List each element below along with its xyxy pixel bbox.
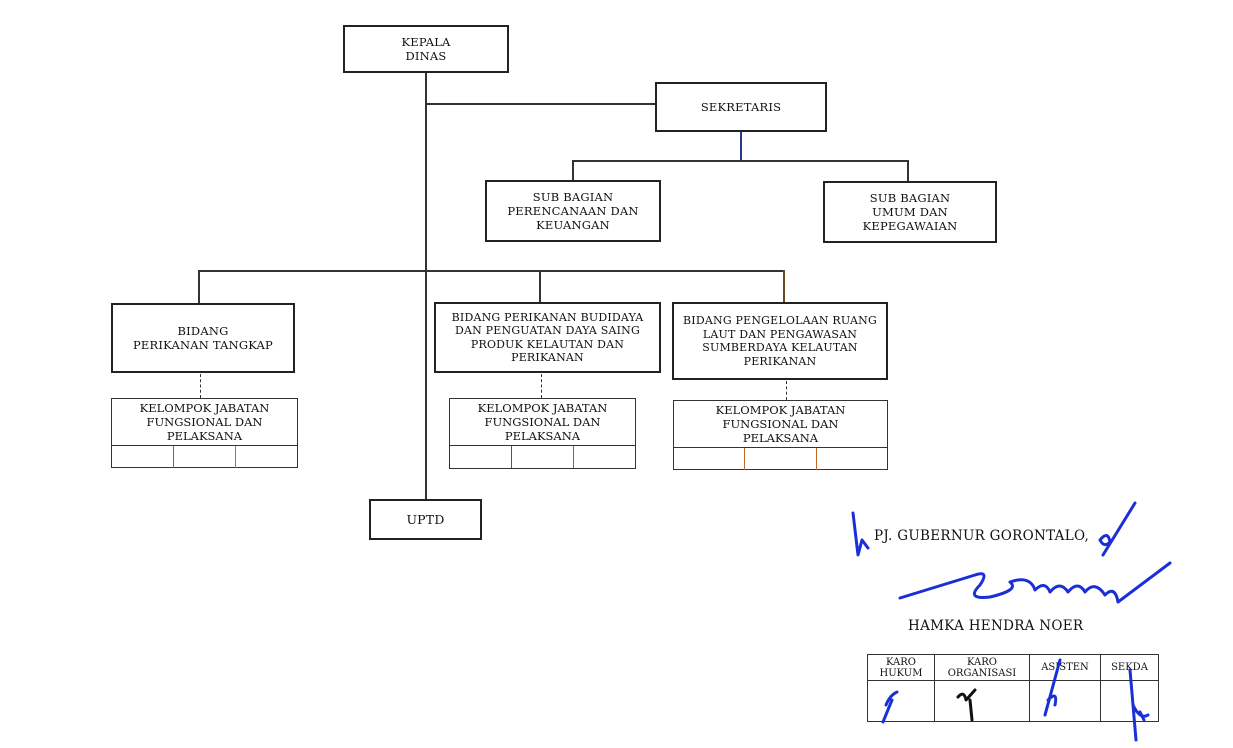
uptd-box: UPTD (369, 499, 482, 540)
kelompok-jabatan-box: KELOMPOK JABATAN FUNGSIONAL DAN PELAKSAN… (449, 398, 636, 469)
connector-line (740, 131, 742, 160)
connector-line (198, 270, 783, 272)
sekretaris-box: SEKRETARIS (655, 82, 827, 132)
paraf-table: KARO HUKUM KARO ORGANISASI ASISTEN SEKDA (867, 654, 1159, 722)
connector-line (425, 72, 427, 500)
initial-mark (851, 511, 870, 557)
connector-line (572, 160, 574, 180)
connector-line (783, 270, 785, 302)
initial-mark (1098, 501, 1137, 557)
connector-line (425, 103, 655, 105)
paraf-cell (1029, 680, 1101, 722)
signatory-name: HAMKA HENDRA NOER (908, 618, 1084, 634)
connector-line (539, 270, 541, 302)
paraf-cell (867, 680, 935, 722)
bidang-pengelolaan-ruang-laut-box: BIDANG PENGELOLAAN RUANG LAUT DAN PENGAW… (672, 302, 888, 380)
dashed-connector (786, 381, 787, 400)
bidang-budidaya-box: BIDANG PERIKANAN BUDIDAYA DAN PENGUATAN … (434, 302, 661, 373)
signatory-title: PJ. GUBERNUR GORONTALO, (874, 528, 1090, 544)
paraf-header: SEKDA (1100, 654, 1159, 681)
connector-line (572, 160, 907, 162)
connector-line (907, 160, 909, 181)
bidang-perikanan-tangkap-box: BIDANG PERIKANAN TANGKAP (111, 303, 295, 373)
kelompok-jabatan-label: KELOMPOK JABATAN FUNGSIONAL DAN PELAKSAN… (450, 399, 635, 446)
governor-signature (898, 561, 1172, 604)
paraf-cell (934, 680, 1030, 722)
kelompok-jabatan-box: KELOMPOK JABATAN FUNGSIONAL DAN PELAKSAN… (111, 398, 298, 468)
paraf-header: KARO HUKUM (867, 654, 935, 681)
kelompok-jabatan-label: KELOMPOK JABATAN FUNGSIONAL DAN PELAKSAN… (674, 401, 887, 448)
dashed-connector (541, 374, 542, 398)
kepala-dinas-box: KEPALA DINAS (343, 25, 509, 73)
paraf-header: ASISTEN (1029, 654, 1101, 681)
paraf-cell (1100, 680, 1159, 722)
kelompok-jabatan-box: KELOMPOK JABATAN FUNGSIONAL DAN PELAKSAN… (673, 400, 888, 470)
sub-bagian-umum-box: SUB BAGIAN UMUM DAN KEPEGAWAIAN (823, 181, 997, 243)
dashed-connector (200, 374, 201, 398)
kelompok-jabatan-label: KELOMPOK JABATAN FUNGSIONAL DAN PELAKSAN… (112, 399, 297, 446)
sub-bagian-perencanaan-box: SUB BAGIAN PERENCANAAN DAN KEUANGAN (485, 180, 661, 242)
paraf-header: KARO ORGANISASI (934, 654, 1030, 681)
connector-line (198, 270, 200, 303)
